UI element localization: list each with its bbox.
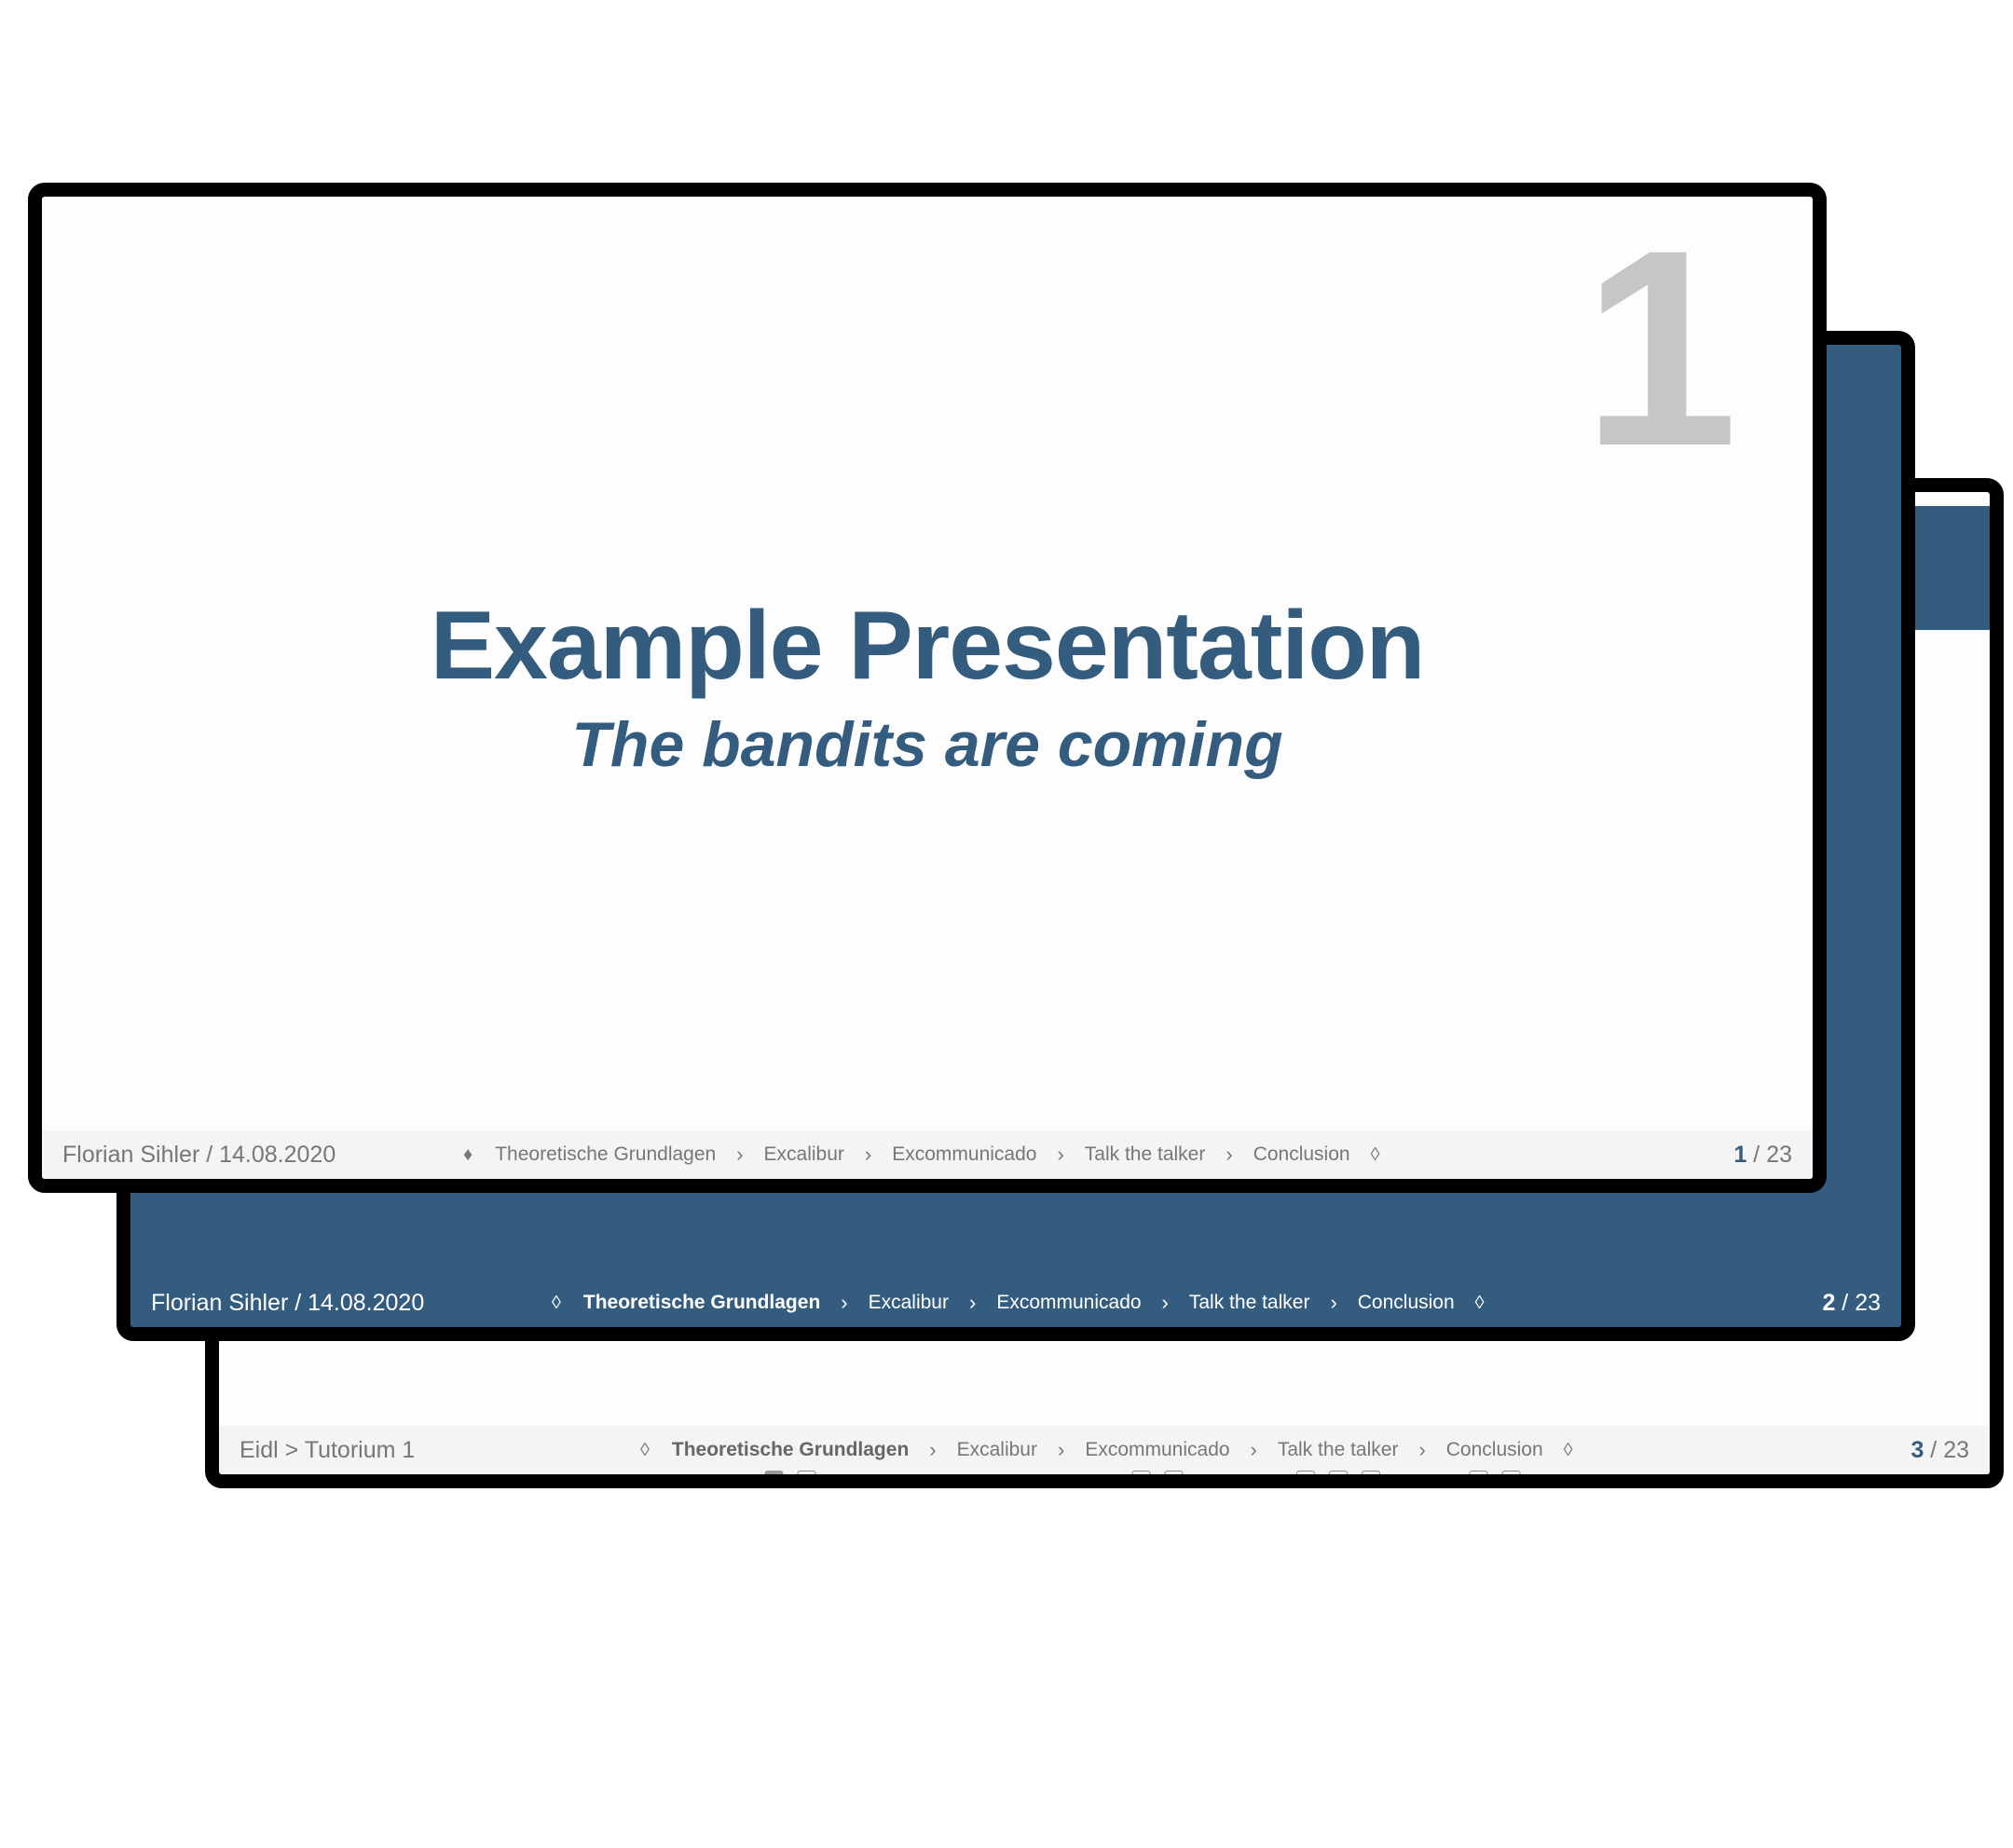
section-progress-dots xyxy=(764,1471,816,1474)
slide-3-page-counter: 3 / 23 xyxy=(1910,1436,1969,1463)
breadcrumb-item-talk-the-talker[interactable]: Talk the talker xyxy=(1278,1439,1398,1474)
chevron-right-icon: › xyxy=(1226,1143,1233,1166)
chevron-right-icon: › xyxy=(1330,1291,1337,1314)
progress-dot xyxy=(1164,1471,1184,1474)
breadcrumb-item-excalibur[interactable]: Excalibur xyxy=(763,1143,844,1165)
chevron-right-icon: › xyxy=(1250,1438,1257,1461)
chevron-right-icon: › xyxy=(1418,1438,1426,1461)
chevron-right-icon: › xyxy=(864,1143,872,1166)
progress-dot xyxy=(1501,1471,1521,1474)
progress-dot xyxy=(1295,1471,1315,1474)
progress-dot xyxy=(797,1471,816,1474)
breadcrumb-item-excalibur[interactable]: Excalibur xyxy=(956,1439,1037,1460)
slide-2-footer: Florian Sihler / 14.08.2020 ◊ Theoretisc… xyxy=(130,1279,1901,1327)
slide-1-footer: Florian Sihler / 14.08.2020 ♦ Theoretisc… xyxy=(42,1130,1813,1179)
chevron-right-icon: › xyxy=(968,1291,977,1314)
nav-start-diamond-icon: ◊ xyxy=(552,1292,561,1313)
breadcrumb-item-talk-the-talker[interactable]: Talk the talker xyxy=(1084,1143,1206,1165)
progress-dot xyxy=(1328,1471,1348,1474)
slide-3-footer: Eidl > Tutorium 1 ◊ Theoretische Grundla… xyxy=(219,1426,1990,1474)
progress-dot xyxy=(764,1471,784,1474)
chevron-right-icon: › xyxy=(1057,1143,1064,1166)
slide-2-footer-left: Florian Sihler / 14.08.2020 xyxy=(151,1289,425,1316)
section-progress-dots xyxy=(1131,1471,1184,1474)
presentation-title: Example Presentation xyxy=(430,592,1426,700)
breadcrumb-item-conclusion[interactable]: Conclusion xyxy=(1357,1292,1455,1313)
nav-start-filled-diamond-icon: ♦ xyxy=(463,1143,473,1165)
title-block: Example Presentation The bandits are com… xyxy=(42,593,1813,781)
breadcrumb-item-excommunicado[interactable]: Excommunicado xyxy=(996,1292,1142,1313)
breadcrumb-item-conclusion[interactable]: Conclusion xyxy=(1446,1439,1543,1474)
slide-3-breadcrumb-nav: ◊ Theoretische Grundlagen › Excalibur › … xyxy=(640,1438,1910,1474)
progress-dot xyxy=(1469,1471,1488,1474)
chevron-right-icon: › xyxy=(736,1143,744,1166)
slide-number-watermark: 1 xyxy=(1582,191,1738,504)
chevron-right-icon: › xyxy=(929,1438,937,1461)
breadcrumb-item-theoretische-grundlagen[interactable]: Theoretische Grundlagen xyxy=(582,1292,821,1313)
chevron-right-icon: › xyxy=(1057,1438,1065,1461)
breadcrumb-item-theoretische-grundlagen[interactable]: Theoretische Grundlagen xyxy=(672,1439,909,1474)
chevron-right-icon: › xyxy=(1161,1291,1169,1314)
nav-end-diamond-icon: ◊ xyxy=(1370,1143,1380,1165)
breadcrumb-item-talk-the-talker[interactable]: Talk the talker xyxy=(1188,1292,1310,1313)
slide-1-breadcrumb-nav: ♦ Theoretische Grundlagen › Excalibur › … xyxy=(463,1143,1733,1167)
slide-1-footer-left: Florian Sihler / 14.08.2020 xyxy=(62,1141,336,1168)
progress-dot xyxy=(1361,1471,1380,1474)
nav-end-diamond-icon: ◊ xyxy=(1563,1439,1573,1460)
nav-start-diamond-icon: ◊ xyxy=(640,1439,650,1460)
slide-1-title-slide[interactable]: 1 Example Presentation The bandits are c… xyxy=(28,183,1827,1193)
chevron-right-icon: › xyxy=(841,1291,848,1314)
breadcrumb-item-excommunicado[interactable]: Excommunicado xyxy=(892,1143,1037,1165)
progress-dot xyxy=(1131,1471,1151,1474)
slide-2-breadcrumb-nav: ◊ Theoretische Grundlagen › Excalibur › … xyxy=(552,1291,1822,1315)
breadcrumb-item-excommunicado[interactable]: Excommunicado xyxy=(1085,1439,1230,1474)
breadcrumb-item-theoretische-grundlagen[interactable]: Theoretische Grundlagen xyxy=(495,1143,717,1165)
section-progress-dots xyxy=(1469,1471,1521,1474)
breadcrumb-item-excalibur[interactable]: Excalibur xyxy=(868,1292,949,1313)
breadcrumb-item-conclusion[interactable]: Conclusion xyxy=(1253,1143,1350,1165)
slide-2-page-counter: 2 / 23 xyxy=(1822,1289,1881,1316)
slide-1-page-counter: 1 / 23 xyxy=(1733,1141,1792,1168)
section-progress-dots xyxy=(1295,1471,1380,1474)
slide-3-footer-left: Eidl > Tutorium 1 xyxy=(240,1436,416,1463)
presentation-subtitle: The bandits are coming xyxy=(571,709,1283,781)
nav-end-diamond-icon: ◊ xyxy=(1474,1292,1485,1313)
